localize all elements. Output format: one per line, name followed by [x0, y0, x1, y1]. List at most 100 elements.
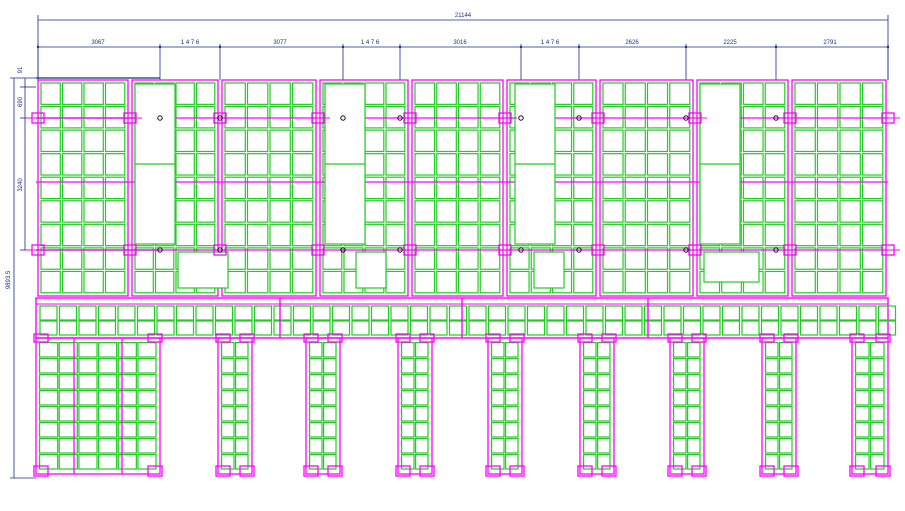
- band-panel: [97, 320, 117, 336]
- formwork-panel: [175, 129, 195, 153]
- formwork-panel: [839, 176, 861, 200]
- strip-panel: [672, 358, 687, 374]
- formwork-panel: [364, 223, 385, 247]
- band-panel: [292, 305, 312, 321]
- band-panel: [838, 320, 858, 336]
- strip-panel: [78, 374, 98, 390]
- formwork-panel: [40, 270, 61, 294]
- formwork-panel: [816, 153, 839, 176]
- strip-panel: [672, 422, 687, 438]
- strip-panel: [309, 454, 323, 470]
- formwork-panel: [195, 200, 216, 223]
- formwork-panel: [602, 223, 624, 247]
- lower-strip: [669, 337, 705, 475]
- formwork-panel: [646, 247, 669, 270]
- strip-cap: [327, 465, 343, 477]
- formwork-panel: [291, 200, 314, 223]
- strip-panel: [505, 358, 519, 374]
- post-marker: [397, 247, 403, 253]
- strip-head: [691, 333, 707, 343]
- strip-panel: [97, 374, 118, 390]
- formwork-panel: [364, 82, 385, 105]
- formwork-panel: [794, 270, 816, 294]
- band-panel: [273, 305, 292, 321]
- band-panel: [234, 320, 253, 336]
- band-panel: [604, 320, 624, 336]
- band-panel: [721, 305, 741, 321]
- formwork-panel: [224, 223, 246, 247]
- top-dim-label-4: 1 4 7 6: [361, 40, 380, 46]
- formwork-panel: [436, 105, 457, 129]
- formwork-panel: [269, 105, 291, 129]
- band-panel: [175, 305, 195, 321]
- slab-bay: [791, 79, 887, 297]
- band-panel: [312, 305, 331, 321]
- formwork-panel: [861, 82, 884, 105]
- strip-panel: [38, 358, 59, 374]
- strip-panel: [323, 374, 337, 390]
- formwork-panel: [246, 270, 269, 294]
- formwork-panel: [602, 270, 624, 294]
- strip-panel: [491, 390, 505, 406]
- formwork-panel: [175, 200, 195, 223]
- formwork-panel: [269, 223, 291, 247]
- strip-panel: [869, 390, 885, 406]
- formwork-panel: [861, 270, 884, 294]
- formwork-panel: [364, 129, 385, 153]
- formwork-panel: [839, 270, 861, 294]
- strip-cap: [419, 465, 435, 477]
- formwork-panel: [742, 153, 764, 176]
- band-panel: [253, 305, 273, 321]
- strip-panel: [309, 390, 323, 406]
- formwork-panel: [457, 247, 479, 270]
- slab-bay: [131, 79, 219, 297]
- dimension-dot: [519, 45, 523, 49]
- strip-panel: [596, 342, 611, 358]
- post-marker: [576, 115, 582, 121]
- formwork-panel: [40, 223, 61, 247]
- strip-panel: [221, 422, 235, 438]
- lower-strip: [397, 337, 433, 475]
- formwork-panel: [764, 200, 786, 223]
- formwork-panel: [175, 176, 195, 200]
- strip-panel: [78, 358, 98, 374]
- strip-panel: [235, 422, 249, 438]
- formwork-panel: [764, 223, 786, 247]
- slab-bay: [37, 79, 129, 297]
- formwork-panel: [364, 105, 385, 129]
- top-dim-label-3: 3077: [273, 40, 287, 46]
- strip-panel: [686, 358, 701, 374]
- band-panel: [799, 320, 819, 336]
- formwork-panel: [364, 200, 385, 223]
- band-panel: [624, 305, 643, 321]
- formwork-panel: [573, 223, 594, 247]
- formwork-panel: [436, 82, 457, 105]
- formwork-panel: [602, 153, 624, 176]
- formwork-panel: [794, 153, 816, 176]
- strip-panel: [117, 422, 137, 438]
- strip-head: [33, 333, 49, 343]
- formwork-panel: [40, 176, 61, 200]
- overall-height-label: 9893.5: [6, 270, 12, 289]
- formwork-layout: [26, 44, 900, 477]
- band-panel: [234, 305, 253, 321]
- strip-panel: [596, 406, 611, 422]
- formwork-panel: [742, 200, 764, 223]
- formwork-panel: [669, 176, 691, 200]
- strip-panel: [78, 422, 98, 438]
- formwork-panel: [385, 270, 406, 294]
- formwork-panel: [624, 270, 646, 294]
- band-panel: [39, 305, 58, 321]
- band-panel: [604, 305, 624, 321]
- formwork-panel: [414, 82, 436, 105]
- strip-panel: [97, 422, 118, 438]
- band-panel: [78, 320, 97, 336]
- band-panel: [780, 320, 799, 336]
- formwork-panel: [602, 247, 624, 270]
- formwork-panel: [291, 176, 314, 200]
- formwork-panel: [479, 153, 501, 176]
- band-panel: [409, 305, 429, 321]
- strip-panel: [582, 438, 597, 454]
- band-panel: [643, 320, 663, 336]
- strip-panel: [505, 390, 519, 406]
